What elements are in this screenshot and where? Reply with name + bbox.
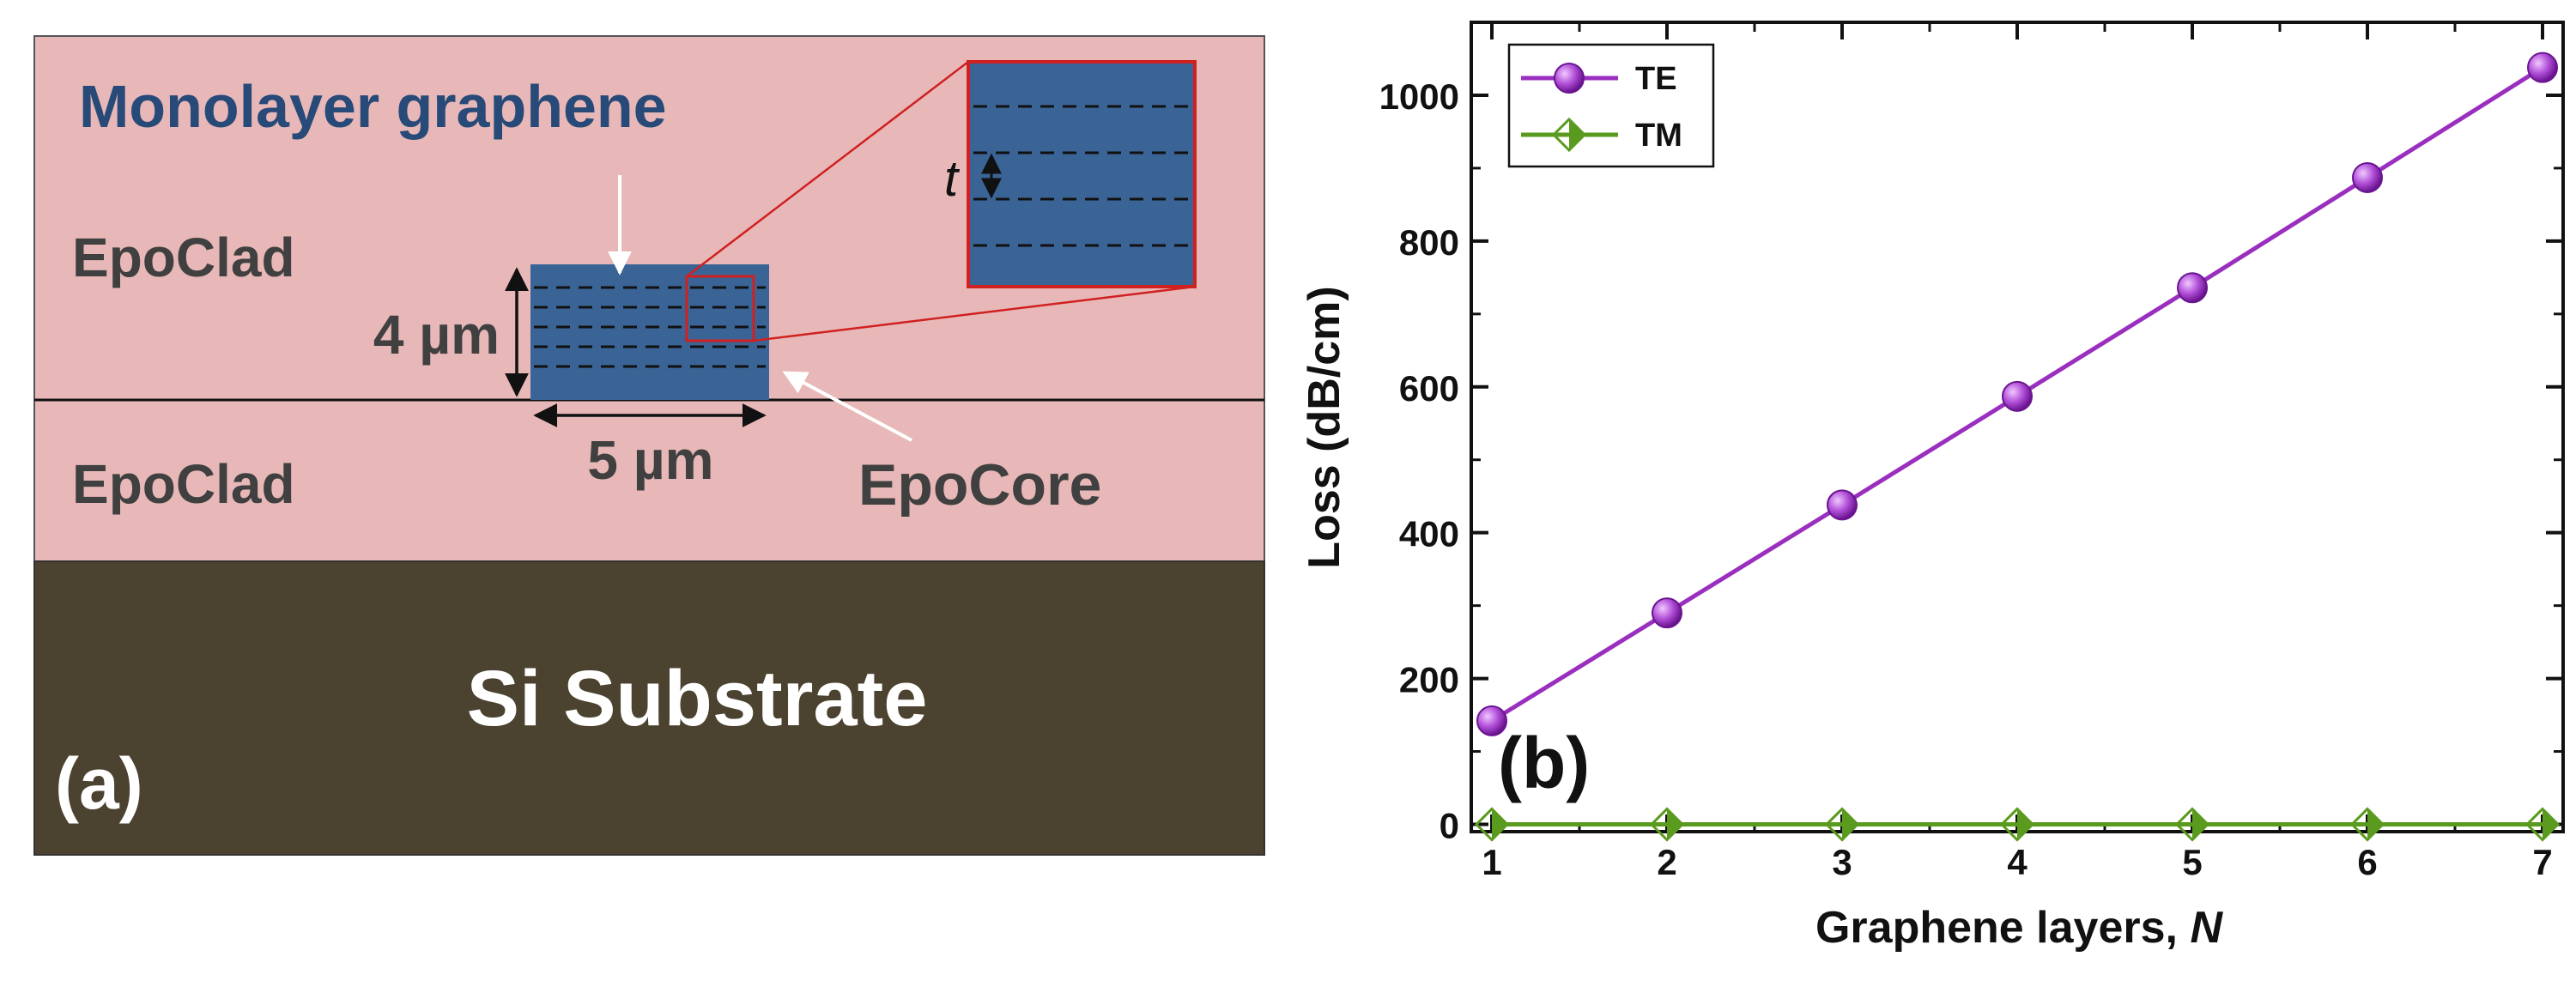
marker-outline [1474, 807, 1510, 842]
data-point-tm [2174, 807, 2210, 842]
data-point-te [1827, 489, 1858, 521]
graphene-label: Monolayer graphene [79, 73, 667, 140]
x-tick-label: 4 [2007, 842, 2027, 882]
legend-box [1507, 43, 1715, 168]
x-axis-title-variable: N [2190, 903, 2223, 953]
marker-fill [2367, 808, 2383, 840]
marker-outline [1551, 117, 1587, 153]
y-tick-label: 200 [1399, 660, 1459, 700]
marker-fill [1492, 808, 1507, 840]
data-point-te [2002, 380, 2033, 412]
legend-tm-swatch [1521, 117, 1618, 153]
zoom-inset [967, 60, 1197, 288]
core-pointer-arrow [782, 371, 912, 442]
graphene-layer-lines [534, 286, 766, 368]
waveguide-core [530, 264, 769, 400]
data-point-te [2352, 161, 2383, 193]
data-point-te [1476, 705, 1507, 736]
upper-cladding-label: EpoClad [72, 227, 295, 288]
y-tick-label: 600 [1399, 368, 1459, 409]
y-axis-ticks: 0 200 400 600 800 1000 [1379, 76, 2563, 846]
x-tick-label: 3 [1832, 842, 1852, 882]
data-point-tm [1474, 807, 1510, 842]
width-label: 5 µm [587, 429, 713, 491]
marker-outline [1999, 807, 2035, 842]
x-tick-label: 2 [1657, 842, 1676, 882]
zoom-callout-line-bottom [753, 285, 1196, 342]
panel-a-schematic: t 4 µm 5 µm Monolayer graphene EpoClad E… [33, 35, 1265, 856]
y-axis-title: Loss (dB/cm) [1300, 286, 1349, 568]
substrate-label: Si Substrate [467, 655, 928, 742]
marker-fill [2017, 808, 2033, 840]
x-axis-title: Graphene layers, N [1815, 903, 2223, 953]
core-label: EpoCore [858, 452, 1101, 518]
y-tick-label: 400 [1399, 514, 1459, 554]
data-point-tm [1999, 807, 2035, 842]
legend-te-marker [1554, 63, 1585, 94]
panel-b-label: (b) [1498, 723, 1590, 803]
marker-outline [1824, 807, 1860, 842]
marker-fill [2192, 808, 2208, 840]
thickness-label: t [944, 151, 961, 207]
legend: TE TM [1507, 43, 1715, 168]
zoom-inset-layer-lines [973, 105, 1190, 247]
zoom-region-box [685, 275, 755, 342]
data-point-tm [2349, 807, 2385, 842]
marker-outline [2524, 807, 2561, 842]
data-point-tm [2524, 807, 2561, 842]
legend-te-swatch [1521, 63, 1618, 94]
data-point-te [2527, 51, 2558, 83]
x-tick-label: 6 [2357, 842, 2377, 882]
marker-outline [2349, 807, 2385, 842]
data-point-te [2177, 272, 2208, 304]
y-tick-label: 1000 [1379, 76, 1459, 117]
y-tick-label: 0 [1440, 806, 1459, 846]
marker-fill [1667, 808, 1682, 840]
marker-outline [1649, 807, 1685, 842]
marker-fill [1842, 808, 1858, 840]
x-tick-label: 7 [2532, 842, 2552, 882]
lower-cladding-label: EpoClad [72, 453, 295, 515]
legend-te-label: TE [1635, 61, 1677, 97]
x-tick-label: 1 [1482, 842, 1501, 882]
marker-fill [1569, 119, 1585, 150]
data-point-tm [1824, 807, 1860, 842]
data-point-tm [1649, 807, 1685, 842]
panel-a-label: (a) [55, 743, 143, 824]
y-tick-label: 800 [1399, 222, 1459, 263]
marker-outline [2174, 807, 2210, 842]
panel-b-chart: 0 200 400 600 800 1000 1 2 3 4 5 6 7 Loss (dB/cm) G… [1300, 21, 2565, 953]
zoom-callout-line-top [686, 61, 969, 277]
data-point-te [1652, 597, 1682, 629]
x-axis-title-text: Graphene layers, [1815, 903, 2190, 953]
legend-tm-label: TM [1635, 118, 1682, 154]
marker-fill [2543, 808, 2558, 840]
si-substrate-layer [33, 560, 1265, 856]
x-tick-label: 5 [2182, 842, 2202, 882]
series-layer [1474, 51, 2561, 842]
height-label: 4 µm [373, 304, 500, 366]
legend-tm-marker [1551, 117, 1587, 153]
